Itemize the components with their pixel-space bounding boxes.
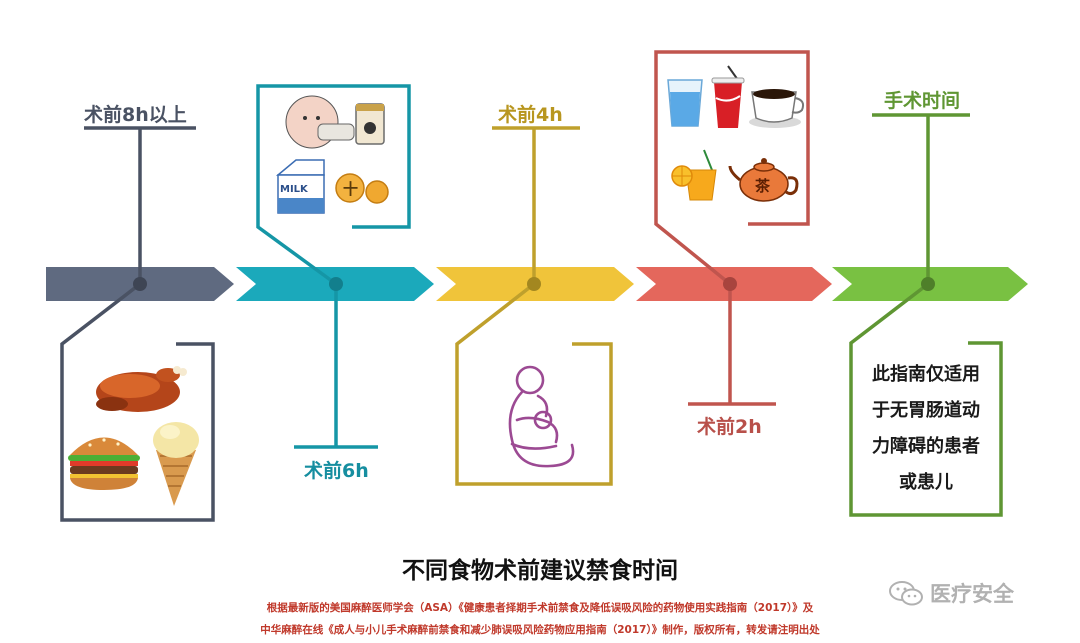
source-line: 中华麻醉在线《成人与小儿手术麻醉前禁食和减少肺误吸风险药物应用指南（2017）》… xyxy=(260,624,820,636)
stage-4h-node xyxy=(527,277,541,291)
soda-cup-icon xyxy=(711,65,745,128)
formula-feeding-icon xyxy=(285,95,385,149)
milk-carton-icon: MILK xyxy=(275,159,325,214)
stage-label-2h: 术前2h xyxy=(697,416,762,438)
watermark: 医疗安全 xyxy=(888,578,1014,608)
svg-text:十: 十 xyxy=(343,180,358,198)
note-line: 力障碍的患者 xyxy=(872,436,980,457)
orange-juice-icon xyxy=(671,149,717,201)
svg-text:MILK: MILK xyxy=(280,184,309,195)
stage-2h-node xyxy=(723,277,737,291)
teapot-icon: 茶 xyxy=(728,158,799,202)
water-glass-icon xyxy=(667,79,703,127)
note-box: 此指南仅适用 于无胃肠道动 力障碍的患者 或患儿 xyxy=(851,343,1001,515)
stage-6h-node xyxy=(329,277,343,291)
note-line: 此指南仅适用 xyxy=(872,364,980,385)
stage-2h-connector xyxy=(654,50,810,406)
roast-chicken-icon xyxy=(96,366,187,412)
note-line: 于无胃肠道动 xyxy=(872,400,980,421)
stage-label-6h: 术前6h xyxy=(304,460,369,482)
stage-8h-node xyxy=(133,277,147,291)
stage-label-surgery: 手术时间 xyxy=(884,90,961,112)
wechat-icon xyxy=(889,581,923,606)
hamburger-icon xyxy=(68,437,140,490)
biscuit-icon: 十 xyxy=(335,173,389,204)
coffee-cup-icon xyxy=(749,89,805,128)
stage-surgery-connector xyxy=(849,113,1003,517)
source-line: 根据最新版的美国麻醉医师学会（ASA）《健康患者择期手术前禁食及降低误吸风险的药… xyxy=(266,602,814,614)
svg-text:茶: 茶 xyxy=(755,177,771,195)
breastfeeding-icon xyxy=(508,365,575,468)
watermark-text: 医疗安全 xyxy=(930,582,1014,606)
diagram-title: 不同食物术前建议禁食时间 xyxy=(402,558,678,584)
note-line: 或患儿 xyxy=(899,472,953,493)
stage-4h-connector xyxy=(455,126,613,486)
stage-surgery-node xyxy=(921,277,935,291)
ice-cream-icon xyxy=(153,422,199,506)
stage-label-8h: 术前8h以上 xyxy=(84,104,187,126)
stage-label-4h: 术前4h xyxy=(498,104,563,126)
stage-8h-connector xyxy=(60,126,215,522)
stage-6h-connector xyxy=(256,84,411,449)
